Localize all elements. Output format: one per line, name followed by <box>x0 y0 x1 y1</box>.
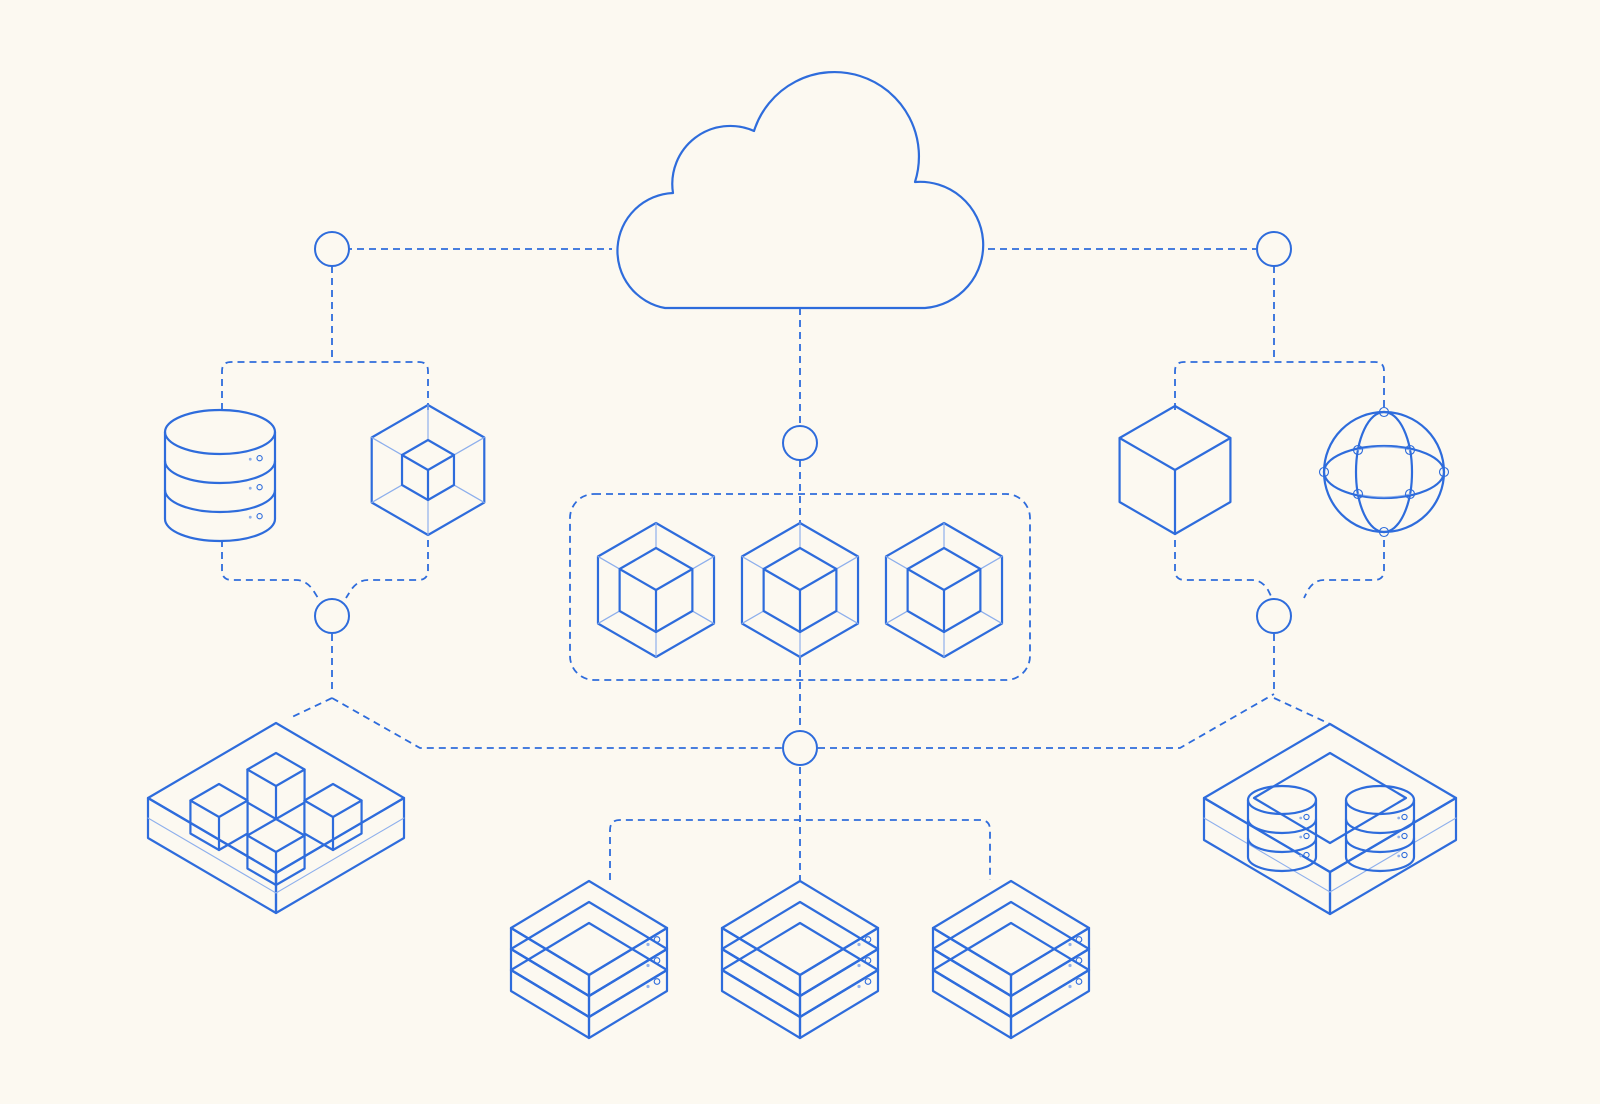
dashed-connector <box>221 540 319 599</box>
status-light <box>864 957 872 964</box>
globe-node <box>1404 488 1416 500</box>
status-light <box>1075 936 1083 943</box>
connector-nodes <box>314 231 1292 766</box>
dashed-connector <box>289 697 333 719</box>
connector-node <box>1256 231 1292 267</box>
status-light <box>646 942 650 947</box>
container-icon <box>740 521 860 659</box>
status-light <box>857 942 861 947</box>
globe-node <box>1378 406 1390 418</box>
status-light <box>1401 851 1408 859</box>
status-light <box>248 457 252 461</box>
globe-node <box>1352 444 1364 456</box>
dashed-connector <box>331 697 782 749</box>
container-icon <box>884 521 1004 659</box>
cube-icon <box>1118 404 1232 536</box>
status-light <box>653 957 661 964</box>
container-icon <box>596 521 716 659</box>
status-light <box>1075 957 1083 964</box>
status-light <box>646 963 650 968</box>
dashed-connector <box>1174 361 1385 410</box>
dashed-connector <box>818 693 1275 749</box>
globe-node <box>1438 466 1450 478</box>
status-light <box>1397 854 1401 858</box>
status-light <box>1397 816 1401 820</box>
cloud-icon <box>616 70 985 310</box>
status-light <box>857 984 861 989</box>
dashed-connector <box>345 540 429 599</box>
connector-lines <box>221 248 1385 880</box>
status-light <box>1303 832 1310 840</box>
status-light <box>1299 835 1303 839</box>
dashed-connector <box>221 361 429 410</box>
server-rack-icon <box>509 879 669 1040</box>
dashed-connector <box>1273 697 1331 725</box>
status-light <box>1075 978 1083 985</box>
connector-node <box>782 730 818 766</box>
container-group-frame <box>569 493 1031 681</box>
status-light <box>256 484 263 491</box>
status-light <box>864 936 872 943</box>
connector-node <box>314 231 350 267</box>
status-light <box>1068 942 1072 947</box>
globe-icon <box>1318 406 1450 538</box>
status-light <box>256 513 263 520</box>
status-light <box>256 455 263 462</box>
status-light <box>653 936 661 943</box>
status-light <box>1303 813 1310 821</box>
database-icon <box>163 408 277 543</box>
status-light <box>248 486 252 490</box>
dashed-connector <box>609 819 991 880</box>
status-light <box>248 515 252 519</box>
status-light <box>1068 984 1072 989</box>
dashed-connector <box>1303 540 1385 599</box>
connector-node <box>782 425 818 461</box>
status-light <box>1401 832 1408 840</box>
status-light <box>1299 854 1303 858</box>
status-light <box>1299 816 1303 820</box>
status-light <box>653 978 661 985</box>
container-cluster-icon <box>146 721 406 915</box>
status-light <box>1401 813 1408 821</box>
status-light <box>1068 963 1072 968</box>
server-rack-icon <box>931 879 1091 1040</box>
status-light <box>1397 835 1401 839</box>
status-light <box>857 963 861 968</box>
globe-node <box>1352 488 1364 500</box>
storage-platform-icon <box>1202 722 1458 916</box>
connector-node <box>1256 598 1292 634</box>
status-light <box>864 978 872 985</box>
globe-node <box>1318 466 1330 478</box>
globe-node <box>1404 444 1416 456</box>
server-rack-icon <box>720 879 880 1040</box>
globe-node <box>1378 526 1390 538</box>
status-light <box>646 984 650 989</box>
connector-node <box>314 598 350 634</box>
container-icon <box>370 403 486 537</box>
status-light <box>1303 851 1310 859</box>
